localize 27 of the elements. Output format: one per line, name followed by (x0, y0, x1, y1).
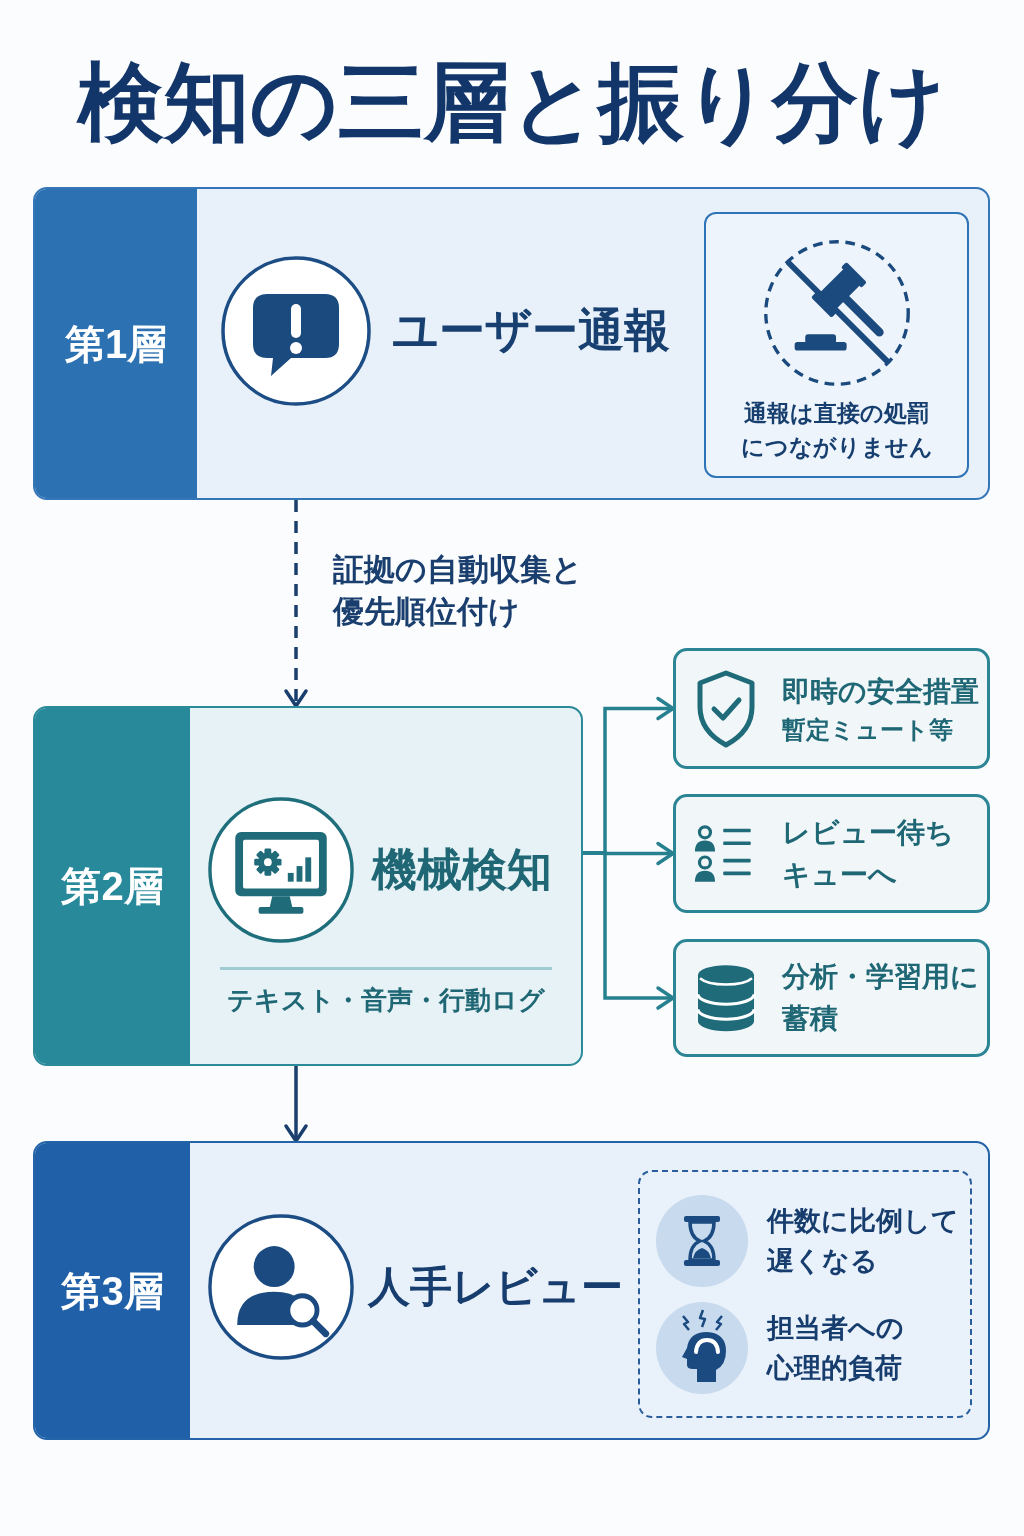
page-title: 検知の三層と振り分け (75, 53, 947, 152)
outcome-card (673, 794, 990, 913)
note-text: 通報は直接の処罰につながりません (739, 399, 934, 462)
layer-label: 第2層 (61, 866, 164, 906)
outcome-card (673, 939, 990, 1057)
arrow (284, 1066, 308, 1143)
drawback-panel (638, 1170, 972, 1418)
layer-panel (33, 187, 990, 500)
edge-label: 証拠の自動収集と優先順位付け (333, 551, 584, 631)
drawback-text: 件数に比例して遅くなる (767, 1204, 960, 1278)
layer-panel (33, 706, 583, 1066)
outcome-note: 暫定ミュート等 (782, 714, 954, 745)
layer-label: 第1層 (64, 323, 168, 364)
outcome-title: 即時の安全措置 (782, 674, 980, 709)
layer-subtitle: テキスト・音声・行動ログ (226, 983, 546, 1017)
layer-panel (33, 1141, 990, 1440)
outcome-title: 分析・学習用に蓄積 (782, 960, 980, 1036)
arrow (583, 851, 675, 1010)
layer-title: 機械検知 (372, 842, 552, 897)
dashed-arrow (284, 500, 308, 708)
layer-title: ユーザー通報 (392, 303, 670, 359)
layer-title: 人手レビュー (368, 1261, 623, 1312)
note-card (704, 212, 969, 478)
drawback-text: 担当者への心理的負荷 (767, 1311, 905, 1385)
outcome-card (673, 648, 990, 769)
outcome-title: レビュー待ちキューへ (782, 815, 955, 892)
layer-label: 第3層 (61, 1270, 164, 1311)
